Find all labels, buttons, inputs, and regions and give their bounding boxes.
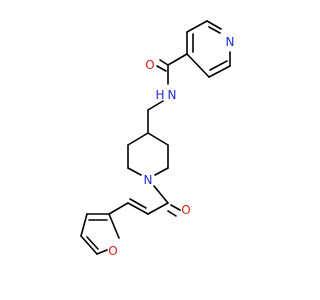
bond-pip-n-c6: [154, 167, 169, 176]
bond-calpha-cbeta: [127, 202, 149, 215]
furan-ring: [80, 213, 120, 255]
atom-labels: N O N H N O O: [108, 35, 234, 258]
enone-oxygen-label: O: [181, 203, 190, 217]
amide-hydrogen-label: H: [155, 88, 164, 102]
bond-calpha-cbeta-double: [129, 198, 147, 209]
pyridine-ring: [186, 20, 231, 78]
amide-group: [147, 53, 188, 111]
furan-oxygen-label: O: [108, 244, 117, 258]
bond-fu-c4-c5-double: [86, 236, 99, 250]
bond-py-c2-n: [206, 20, 222, 30]
bond-py-c6-c5: [208, 65, 231, 78]
amide-oxygen-label: O: [145, 58, 154, 72]
bond-py-carbonyl: [167, 53, 188, 66]
piperidine-nitrogen-label: N: [144, 173, 153, 187]
bond-n-carbonyl2: [153, 185, 169, 204]
bond-pip-c4-c3: [127, 132, 149, 146]
bond-fu-c5-o: [96, 249, 108, 255]
bond-py-c5-c4: [186, 53, 210, 78]
bond-n-ch2: [147, 100, 164, 111]
bond-fu-c4-c5: [80, 235, 98, 255]
bond-pip-c5-c4: [147, 132, 169, 146]
bond-carbonyl2-o: [170, 204, 181, 211]
bond-py-c2-n-double: [208, 26, 221, 34]
amide-nitrogen-label: N: [168, 88, 177, 102]
bond-py-c3-c2: [186, 20, 208, 33]
bond-pip-c2-n: [127, 167, 142, 176]
bond-fu-o-c2: [108, 213, 120, 239]
bond-py-c6-c5-double: [209, 60, 228, 71]
pyridine-nitrogen-label: N: [226, 35, 235, 49]
bond-carbonyl2-o-double: [167, 210, 177, 217]
bond-carbonyl2-calpha: [147, 202, 169, 215]
bond-carbonyl-o-double: [156, 65, 167, 72]
molecule-structure-diagram: N O N H N O O: [80, 20, 234, 258]
enone-chain: [108, 185, 181, 217]
piperidine-ring: [127, 109, 169, 176]
bond-cbeta-furan: [108, 202, 129, 215]
bond-fu-c3-c4: [80, 213, 88, 237]
bond-carbonyl-o: [159, 59, 169, 66]
